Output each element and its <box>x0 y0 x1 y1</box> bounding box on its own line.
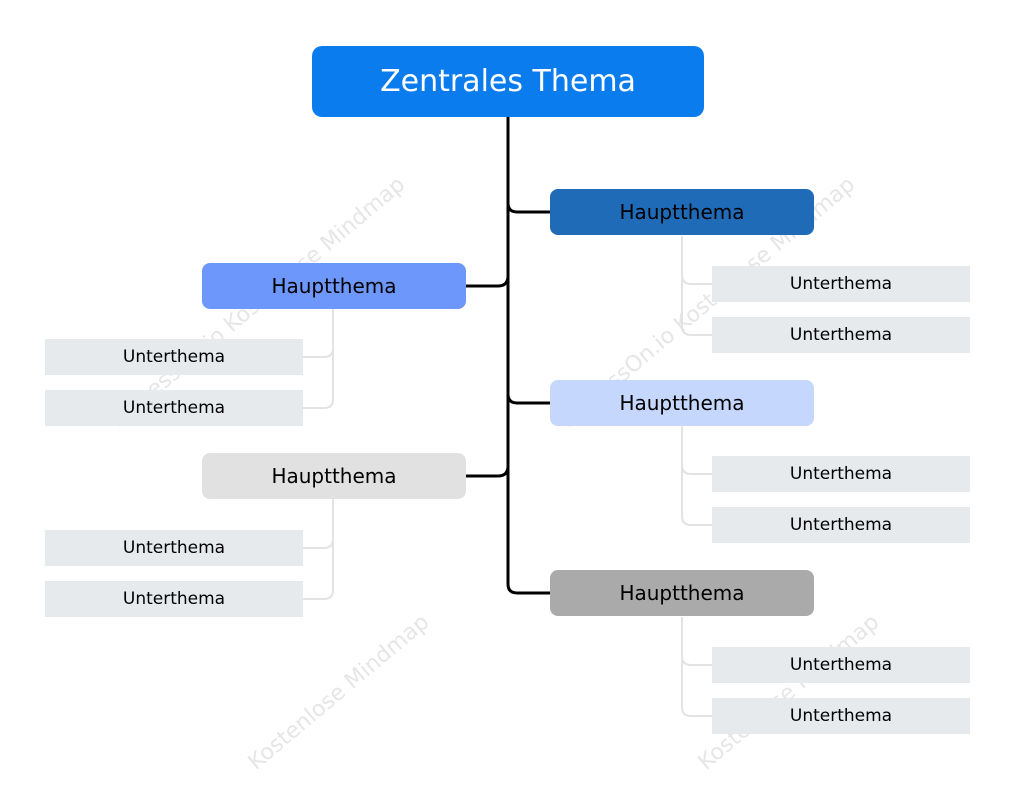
sub-topic[interactable]: Unterthema <box>45 339 303 375</box>
main-topic[interactable]: Hauptthema <box>550 380 814 426</box>
sub-topic-label: Unterthema <box>789 464 893 484</box>
sub-topic[interactable]: Unterthema <box>45 581 303 617</box>
sub-topic-label: Unterthema <box>122 538 226 558</box>
main-topic[interactable]: Hauptthema <box>550 189 814 235</box>
sub-topic[interactable]: Unterthema <box>712 647 970 683</box>
sub-topic[interactable]: Unterthema <box>45 530 303 566</box>
main-topic[interactable]: Hauptthema <box>202 453 466 499</box>
sub-topic-label: Unterthema <box>789 325 893 345</box>
sub-topic[interactable]: Unterthema <box>45 390 303 426</box>
main-connectors <box>466 117 550 595</box>
sub-topic[interactable]: Unterthema <box>712 507 970 543</box>
sub-topic[interactable]: Unterthema <box>712 266 970 302</box>
main-topic-label: Hauptthema <box>271 464 397 488</box>
main-topic[interactable]: Hauptthema <box>550 570 814 616</box>
sub-topic-label: Unterthema <box>789 706 893 726</box>
sub-topic-label: Unterthema <box>789 515 893 535</box>
central-topic[interactable]: Zentrales Thema <box>312 46 704 117</box>
sub-topic[interactable]: Unterthema <box>712 456 970 492</box>
main-topic-label: Hauptthema <box>619 581 745 605</box>
sub-topic-label: Unterthema <box>789 655 893 675</box>
sub-topic-label: Unterthema <box>122 347 226 367</box>
central-topic-label: Zentrales Thema <box>380 64 636 99</box>
sub-topic-label: Unterthema <box>122 398 226 418</box>
sub-topic-label: Unterthema <box>789 274 893 294</box>
sub-topic[interactable]: Unterthema <box>712 317 970 353</box>
sub-topic-label: Unterthema <box>122 589 226 609</box>
main-topic-label: Hauptthema <box>619 200 745 224</box>
sub-connectors <box>303 236 712 717</box>
main-topic-label: Hauptthema <box>271 274 397 298</box>
main-topic-label: Hauptthema <box>619 391 745 415</box>
main-topic[interactable]: Hauptthema <box>202 263 466 309</box>
sub-topic[interactable]: Unterthema <box>712 698 970 734</box>
